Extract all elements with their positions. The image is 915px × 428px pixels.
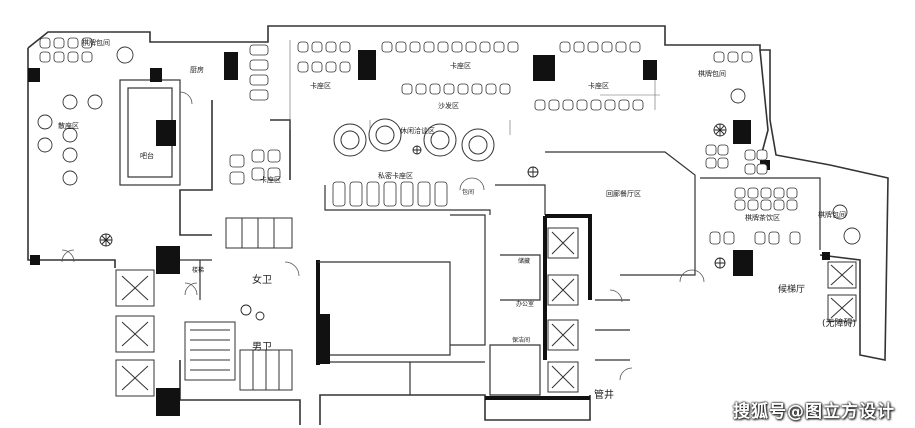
door-swings [61,91,705,381]
label-lobby: 候梯厅 [778,283,805,295]
grid-lines [289,40,660,135]
elevators [115,227,857,397]
label-storage: 储藏 [518,257,530,265]
label-chess-hall: 棋牌茶饮区 [745,213,780,222]
label-chess-room-1: 棋牌包间 [82,38,110,47]
core-walls [316,214,592,400]
label-male-wc: 男卫 [252,341,272,353]
label-female-wc: 女卫 [252,273,272,286]
label-booth-1: 卡座区 [310,81,331,90]
label-chess-room-3: 棋牌包间 [818,210,846,219]
label-private-booth: 私密卡座区 [378,171,413,180]
label-chess-room-2: 棋牌包间 [698,69,726,78]
toilet-stalls [184,217,293,391]
label-pipe-well: 管井 [594,388,614,401]
label-booth-4: 卡座区 [260,175,281,184]
watermark: 搜狐号@图立方设计 [733,402,895,422]
label-booth-3: 卡座区 [588,81,609,90]
inner-partitions [180,151,821,396]
label-stairs: 楼梯 [192,266,204,274]
label-accessible: (无障碍) [822,317,856,329]
label-sofa-area: 沙发区 [438,101,459,110]
label-private-room: 包间 [462,188,474,196]
label-leisure-area: 休闲洽谈区 [400,126,435,135]
plants [99,123,727,321]
label-loose-seat-1: 散座区 [58,121,79,130]
label-office: 办公室 [516,300,534,308]
label-booth-2: 卡座区 [450,61,471,70]
label-kitchen: 厨房 [190,65,204,74]
outer-walls [27,25,889,425]
booth-chairs [39,37,801,245]
label-dining-area: 回廊餐厅区 [606,189,641,198]
round-tables [37,46,861,245]
label-bar: 吧台 [140,151,154,160]
sofa-seats [333,118,495,162]
columns [28,50,830,416]
label-cleaning: 保洁间 [512,336,530,344]
room-labels: 厨房 棋牌包间 散座区 吧台 卡座区 卡座区 卡座区 卡座区 沙发区 休闲洽谈区… [58,38,856,401]
